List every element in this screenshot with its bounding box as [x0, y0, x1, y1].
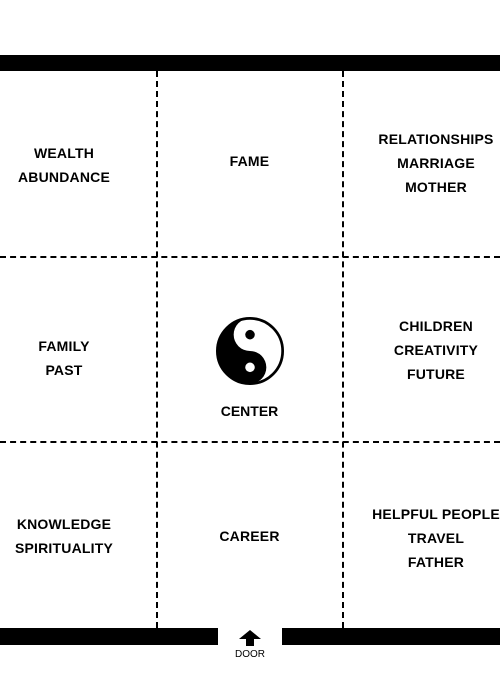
grid-divider-vertical-right [342, 71, 344, 628]
area-label: MARRIAGE [397, 155, 475, 171]
arrow-up-icon [239, 630, 261, 646]
area-family: FAMILY PAST [0, 318, 128, 398]
top-wall [0, 55, 500, 71]
area-label: FAMILY [38, 338, 90, 354]
grid-divider-vertical-left [156, 71, 158, 628]
area-label: FATHER [407, 554, 465, 570]
yin-yang-icon [215, 317, 284, 385]
bottom-wall-right [282, 628, 500, 645]
area-label: CHILDREN [399, 318, 473, 334]
area-label: FUTURE [407, 366, 465, 382]
area-fame: FAME [157, 130, 342, 192]
area-label: SPIRITUALITY [14, 540, 114, 556]
grid-divider-horizontal-top [0, 256, 500, 258]
area-label: PAST [45, 362, 83, 378]
area-label: CAREER [219, 528, 280, 544]
area-label: HELPFUL PEOPLE [372, 506, 500, 522]
area-label: MOTHER [405, 179, 467, 195]
area-children: CHILDREN CREATIVITY FUTURE [372, 310, 500, 390]
area-label: KNOWLEDGE [16, 516, 112, 532]
area-relationships: RELATIONSHIPS MARRIAGE MOTHER [372, 126, 500, 200]
bottom-wall-left [0, 628, 218, 645]
area-label: TRAVEL [407, 530, 465, 546]
area-career: CAREER [157, 500, 342, 572]
area-label: FAME [229, 153, 270, 169]
area-label: CREATIVITY [393, 342, 479, 358]
area-label: WEALTH [33, 145, 95, 161]
area-knowledge: KNOWLEDGE SPIRITUALITY [0, 500, 128, 572]
area-label: ABUNDANCE [17, 169, 111, 185]
area-center: CENTER [157, 272, 342, 427]
center-label: CENTER [220, 403, 279, 419]
grid-divider-horizontal-bottom [0, 441, 500, 443]
area-label: RELATIONSHIPS [378, 131, 494, 147]
door-label: DOOR [235, 649, 265, 660]
area-helpful-people: HELPFUL PEOPLE TRAVEL FATHER [372, 498, 500, 578]
area-wealth: WEALTH ABUNDANCE [0, 130, 128, 200]
